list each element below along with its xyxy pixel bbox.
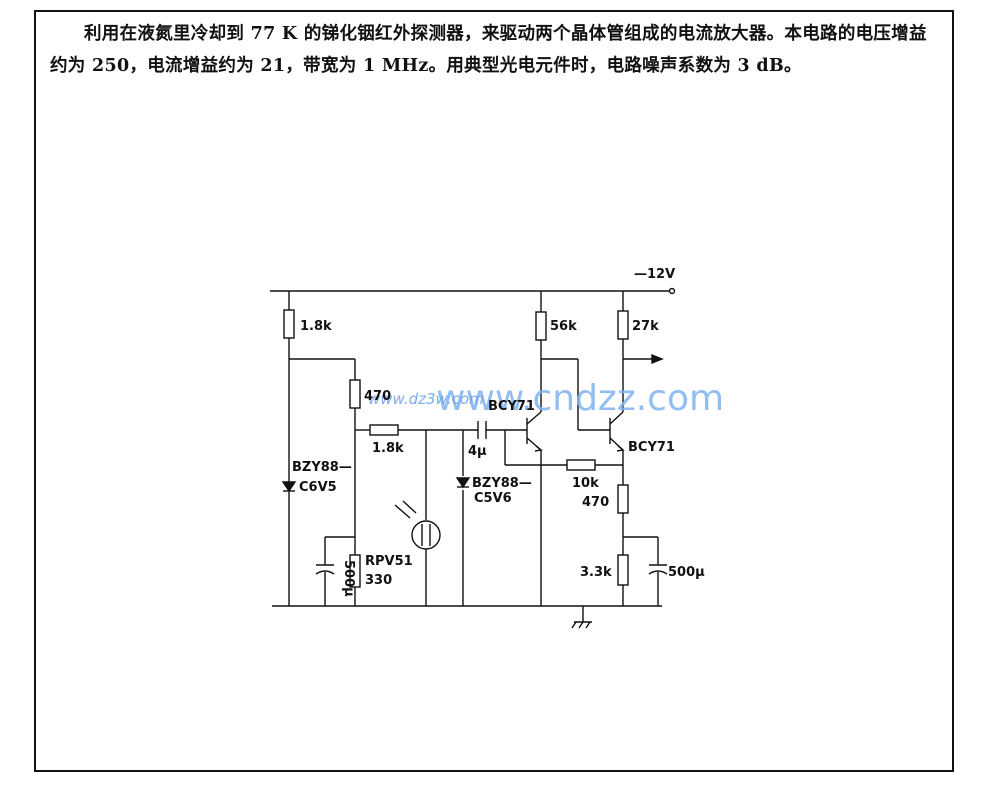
label-cap-500-left: 500μ	[341, 560, 356, 597]
resistor-470-right	[617, 484, 629, 514]
label-r-470-right: 470	[582, 495, 609, 510]
label-r-3k3: 3.3k	[580, 565, 612, 580]
label-r-27k: 27k	[632, 319, 659, 334]
supply-terminal	[668, 287, 676, 295]
watermark-main: www.cndzz.com	[436, 378, 724, 419]
label-zener1-a: BZY88—	[292, 460, 352, 475]
output-arrow-icon	[651, 353, 664, 365]
supply-label: —12V	[634, 267, 675, 282]
label-r-10k: 10k	[572, 476, 599, 491]
photodetector	[411, 520, 441, 550]
label-r-1k8-series: 1.8k	[372, 441, 404, 456]
label-r-1k8-top: 1.8k	[300, 319, 332, 334]
resistor-56k	[535, 311, 547, 341]
label-detector: RPV51	[365, 554, 413, 569]
resistor-10k	[566, 459, 596, 471]
watermark-sub: www.dz3w.com	[368, 390, 484, 408]
label-r-470-left: 470	[364, 389, 391, 404]
label-zener2-b: C5V6	[474, 491, 512, 506]
label-cap-4u: 4μ	[468, 444, 487, 459]
label-r-330: 330	[365, 573, 392, 588]
label-cap-500-right: 500μ	[668, 565, 705, 580]
label-r-56k: 56k	[550, 319, 577, 334]
label-transistor-1: BCY71	[488, 399, 535, 414]
circuit-description: 利用在液氮里冷却到 77 K 的锑化铟红外探测器，来驱动两个晶体管组成的电流放大…	[50, 24, 927, 76]
label-zener1-b: C6V5	[299, 480, 337, 495]
zener-diode-1	[281, 481, 297, 493]
diagram-frame	[34, 10, 954, 772]
label-transistor-2: BCY71	[628, 440, 675, 455]
resistor-1k8-top	[283, 309, 295, 339]
resistor-470-left	[349, 379, 361, 409]
label-zener2-a: BZY88—	[472, 476, 532, 491]
zener-diode-2	[455, 477, 471, 489]
resistor-3k3	[617, 554, 629, 586]
resistor-27k	[617, 310, 629, 340]
resistor-1k8-series	[369, 424, 399, 436]
